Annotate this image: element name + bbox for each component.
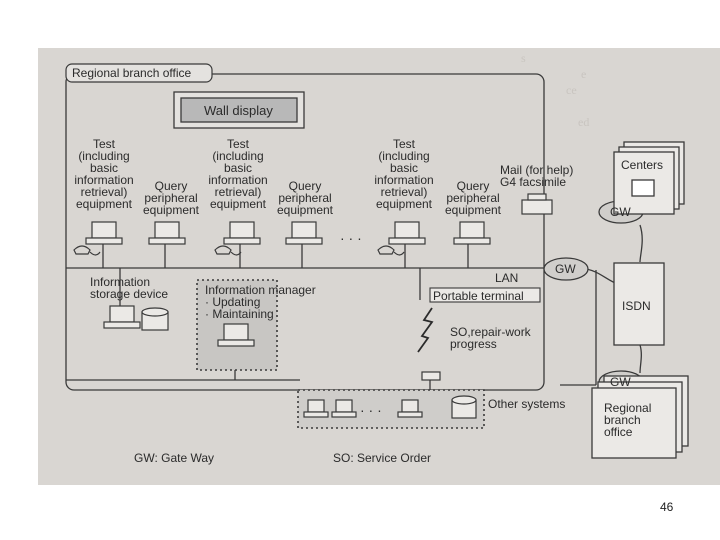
mail-fax-label: Mail (for help)G4 facsimile xyxy=(500,163,574,189)
regional-office-label-box xyxy=(65,63,213,83)
centers-label: Centers xyxy=(621,158,664,172)
lan-label: LAN xyxy=(495,271,519,285)
portable-terminal-box xyxy=(429,287,541,303)
computer-icon xyxy=(217,323,255,347)
computer-icon xyxy=(103,305,141,329)
gateway-label-branch: GW xyxy=(610,375,631,389)
telephone-icon xyxy=(214,245,232,255)
computer-icon xyxy=(397,399,423,418)
page-number: 46 xyxy=(660,500,674,514)
isdn-box xyxy=(613,262,665,346)
wireless-link-icon xyxy=(417,307,434,353)
telephone-icon xyxy=(73,245,91,255)
gateway-label-lan: GW xyxy=(555,262,576,276)
computer-icon xyxy=(303,399,329,418)
gateway-lan xyxy=(543,257,589,281)
computer-icon xyxy=(388,221,426,245)
database-icon xyxy=(451,395,477,419)
legend-so: SO: Service Order xyxy=(333,451,432,465)
info-manager-label: Information manager· Updating· Maintaini… xyxy=(205,283,316,321)
gateway-label-centers: GW xyxy=(610,205,631,219)
ellipsis-upper: · · · xyxy=(340,230,362,246)
portable-terminal-label: Portable terminal xyxy=(433,289,524,303)
computer-icon xyxy=(85,221,123,245)
telephone-icon xyxy=(377,245,395,255)
wall-display-screen xyxy=(180,97,298,123)
computer-icon xyxy=(453,221,491,245)
database-icon xyxy=(141,307,169,331)
computer-icon xyxy=(331,399,357,418)
bleed-through-text: s e ce ed xyxy=(521,51,590,129)
isdn-label: ISDN xyxy=(622,299,651,313)
other-systems-label: Other systems xyxy=(488,397,566,411)
computer-icon xyxy=(223,221,261,245)
fax-icon xyxy=(521,193,553,215)
ellipsis-lower: · · · xyxy=(360,402,382,418)
legend-gw: GW: Gate Way xyxy=(134,451,215,465)
regional-office-label: Regional branch office xyxy=(72,66,192,80)
branch-office-box xyxy=(591,387,677,459)
computer-icon xyxy=(148,221,186,245)
computer-icon xyxy=(285,221,323,245)
wall-display-label: Wall display xyxy=(204,103,273,118)
